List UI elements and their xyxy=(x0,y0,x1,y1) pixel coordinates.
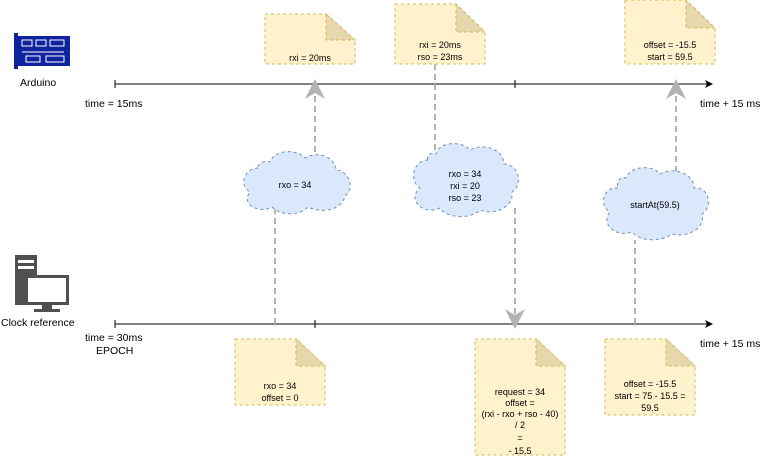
top-end-time-label: time + 15 ms xyxy=(700,98,761,110)
note-top-3-line-2: start = 59.5 xyxy=(647,52,692,62)
cloud-1 xyxy=(243,151,351,215)
circuit-board-icon xyxy=(14,33,70,69)
note-top-2-line-2: rso = 23ms xyxy=(418,52,463,62)
cloud-3-line-1: startAt(59.5) xyxy=(630,200,680,210)
note-bottom-2-line-5: = xyxy=(517,433,522,443)
note-bottom-3-line-3: 59.5 xyxy=(641,403,659,413)
note-top-2-line-1: rxi = 20ms xyxy=(419,40,461,50)
note-top-2 xyxy=(394,2,487,65)
note-top-1-line-1: rxi = 20ms xyxy=(289,53,331,63)
top-start-time-label: time = 15ms xyxy=(85,98,143,110)
note-bottom-3 xyxy=(604,337,697,416)
cloud-2-line-3: rso = 23 xyxy=(449,193,482,203)
clouds-layer xyxy=(243,143,709,241)
note-bottom-1-line-1: rxo = 34 xyxy=(264,381,297,391)
note-bottom-1-line-2: offset = 0 xyxy=(261,393,298,403)
notes-layer xyxy=(234,0,717,456)
cloud-2-line-2: rxi = 20 xyxy=(450,181,480,191)
cloud-2-line-1: rxo = 34 xyxy=(449,169,482,179)
cloud-2 xyxy=(413,143,519,217)
note-bottom-2-line-2: offset = xyxy=(505,398,535,408)
bottom-start-time-label: time = 30ms xyxy=(85,332,143,344)
note-bottom-3-line-1: offset = -15.5 xyxy=(624,379,677,389)
bottom-end-time-label: time + 15 ms xyxy=(700,338,761,350)
computer-tower-monitor-icon xyxy=(15,255,69,312)
arduino-label: Arduino xyxy=(20,77,57,89)
note-bottom-2-line-3: (rxi - rxo + rso - 40) xyxy=(482,409,559,419)
note-top-1 xyxy=(264,12,357,65)
bottom-epoch-label: EPOCH xyxy=(96,345,134,357)
note-top-3 xyxy=(624,0,717,65)
clock-reference-label: Clock reference xyxy=(1,317,75,329)
note-bottom-2 xyxy=(474,337,567,456)
note-bottom-2-line-6: - 15.5 xyxy=(508,446,531,456)
note-bottom-1 xyxy=(234,337,327,406)
note-bottom-3-line-2: start = 75 - 15.5 = xyxy=(614,391,685,401)
note-bottom-2-line-4: / 2 xyxy=(515,420,525,430)
cloud-1-line-1: rxo = 34 xyxy=(279,180,312,190)
note-bottom-2-line-1: request = 34 xyxy=(495,387,545,397)
note-top-3-line-1: offset = -15.5 xyxy=(644,40,697,50)
cloud-3 xyxy=(603,167,709,241)
